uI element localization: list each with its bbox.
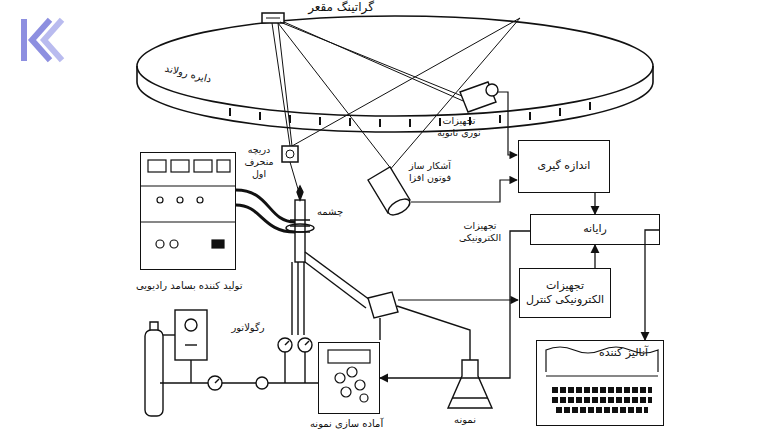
rowland-circle (137, 16, 653, 132)
prep-unit (328, 350, 370, 402)
light-beams (272, 18, 520, 172)
terminal (546, 347, 658, 410)
connector-arrow (645, 230, 660, 340)
node-text: تولید کننده بسامد رادیویی (133, 279, 246, 292)
grating (262, 13, 284, 23)
photomultiplier (368, 167, 412, 218)
terminal-box: آنالیز کننده (536, 340, 664, 426)
secondary-optics (460, 82, 498, 112)
process-box: رایانه (530, 214, 660, 245)
node-text: آنالیز کننده (596, 346, 651, 360)
rf-panel (140, 160, 236, 248)
node-text: آماده سازی نمونه (307, 417, 386, 430)
connector-arrow (380, 231, 530, 378)
logo (24, 22, 60, 58)
gas-supply (145, 310, 318, 416)
part-label: گراتینگ مقعر (296, 0, 386, 15)
connector-arrow (594, 245, 595, 268)
process-box: تجهیزات الکترونیکی کنترل (519, 268, 611, 318)
plasma-torch (278, 186, 314, 383)
node-text: رایانه (580, 222, 610, 236)
sample-flask (448, 360, 492, 408)
part-label: دایره رولاند (155, 60, 220, 88)
part-label: چشمه (310, 206, 350, 219)
part-label: دریچه منحرف اول (236, 144, 282, 180)
part-label: رگولاتور (222, 322, 274, 335)
process-box: اندازه گیری (518, 140, 610, 193)
rf-cables (236, 190, 295, 232)
part-label: آشکار ساز فوتون افزا (404, 160, 456, 184)
nebulizer (305, 252, 470, 362)
connector-arrow (594, 193, 595, 214)
node-text: تجهیزات الکترونیکی کنترل (520, 279, 610, 308)
part-label: تجهیزات نوری ثانویه (432, 115, 486, 139)
entrance-slit (282, 146, 300, 196)
instrument-box: تولید کننده بسامد رادیویی (140, 152, 236, 270)
instrument-box: آماده سازی نمونه (318, 342, 380, 414)
edge-label: تجهیزات الکترونیکی (452, 220, 508, 244)
part-label: نمونه (444, 414, 486, 427)
node-text: اندازه گیری (535, 159, 594, 173)
signal-wires (398, 92, 518, 300)
